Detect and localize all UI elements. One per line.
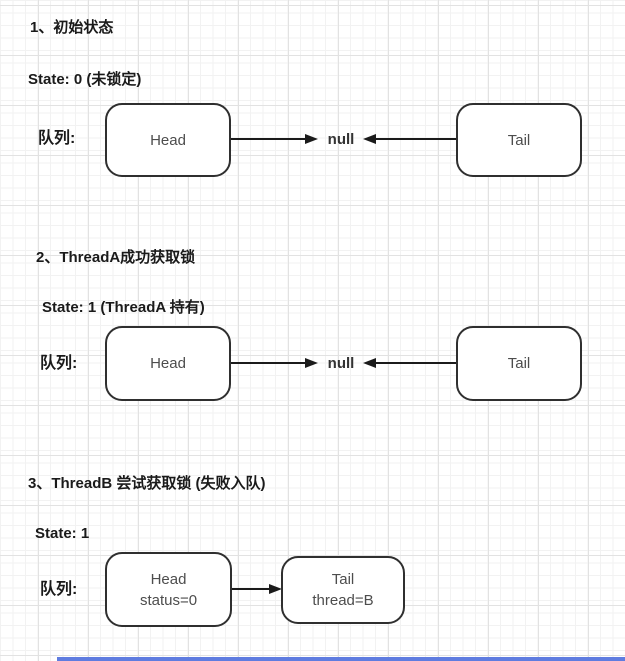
arrow-shaft bbox=[374, 362, 456, 364]
section1-arrow-head-to-null bbox=[231, 134, 318, 144]
bottom-scrollbar[interactable] bbox=[57, 657, 625, 661]
section1-null-label: null bbox=[327, 131, 355, 148]
section3-arrow-head-to-tail bbox=[232, 584, 282, 594]
node-label: Head bbox=[150, 131, 186, 149]
node-label: Head bbox=[150, 570, 187, 588]
arrowhead-right-icon bbox=[305, 358, 318, 368]
arrow-shaft bbox=[231, 138, 307, 140]
section1-arrow-tail-to-null bbox=[363, 134, 456, 144]
section1-title: 1、初始状态 bbox=[30, 19, 114, 36]
node-label: Head bbox=[150, 355, 186, 372]
section2-head-node: Head bbox=[105, 326, 231, 401]
section2-queue-label: 队列: bbox=[40, 355, 78, 372]
section2-null-label: null bbox=[327, 355, 355, 372]
arrowhead-right-icon bbox=[305, 134, 318, 144]
section2-state-label: State: 1 (ThreadA 持有) bbox=[42, 299, 205, 316]
section1-state-label: State: 0 (未锁定) bbox=[28, 71, 142, 88]
section3-title: 3、ThreadB 尝试获取锁 (失败入队) bbox=[28, 475, 266, 492]
section3-queue-label: 队列: bbox=[40, 581, 78, 598]
node-label: Tail bbox=[331, 571, 355, 588]
section3-state-label: State: 1 bbox=[35, 525, 90, 542]
section3-head-node: Head status=0 bbox=[105, 552, 232, 627]
section2-arrow-tail-to-null bbox=[363, 358, 456, 368]
section1-queue-label: 队列: bbox=[38, 130, 76, 147]
arrowhead-right-icon bbox=[269, 584, 282, 594]
arrow-shaft bbox=[232, 588, 271, 590]
arrowhead-left-icon bbox=[363, 358, 376, 368]
section3-tail-node: Tail thread=B bbox=[281, 556, 405, 624]
node-label: Tail bbox=[507, 131, 531, 149]
section1-head-node: Head bbox=[105, 103, 231, 177]
section2-title: 2、ThreadA成功获取锁 bbox=[36, 249, 196, 266]
section2-tail-node: Tail bbox=[456, 326, 582, 401]
arrow-shaft bbox=[231, 362, 307, 364]
arrowhead-left-icon bbox=[363, 134, 376, 144]
section2-arrow-head-to-null bbox=[231, 358, 318, 368]
arrow-shaft bbox=[374, 138, 456, 140]
node-sublabel: status=0 bbox=[139, 591, 198, 609]
node-sublabel: thread=B bbox=[312, 592, 374, 609]
section1-tail-node: Tail bbox=[456, 103, 582, 177]
node-label: Tail bbox=[507, 355, 531, 372]
